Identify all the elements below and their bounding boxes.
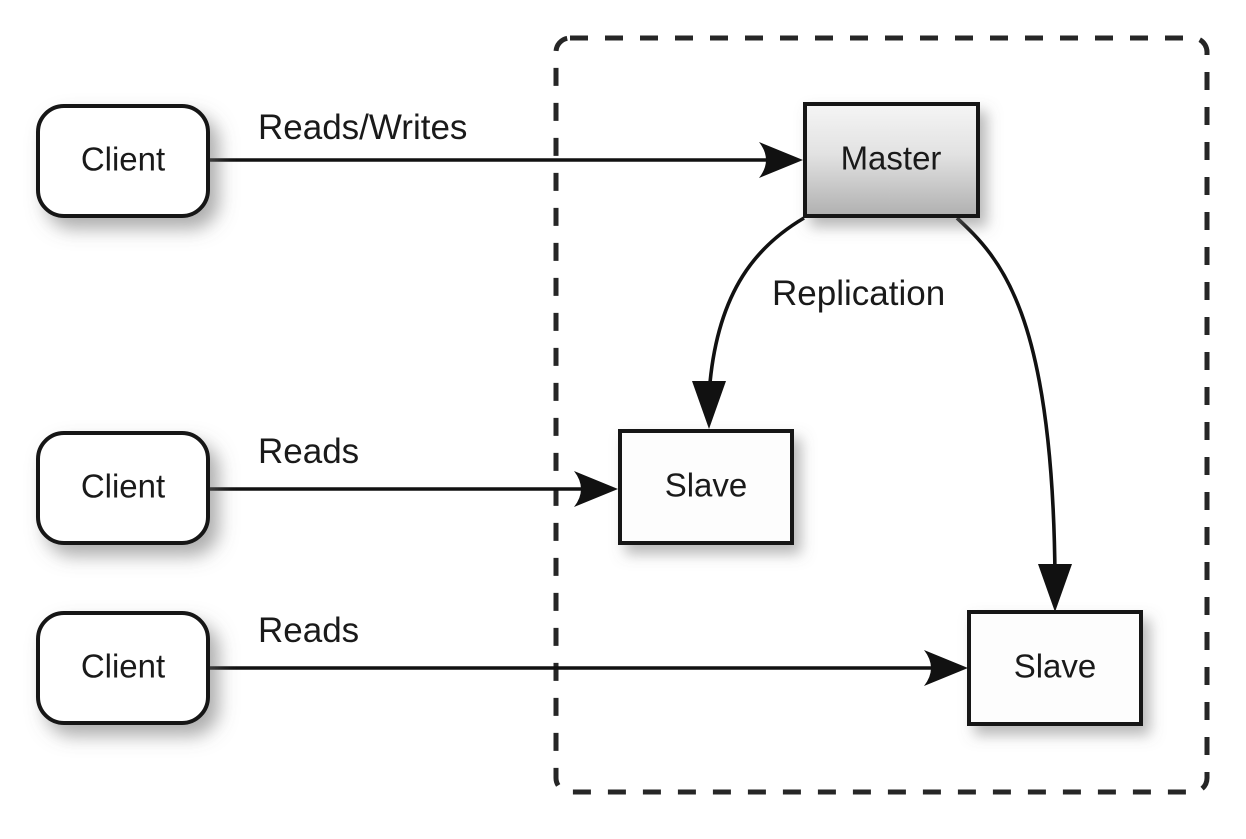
- arrowhead-icon: [692, 381, 726, 429]
- client-bottom-box[interactable]: [36, 611, 210, 725]
- node-client-middle[interactable]: [36, 431, 210, 545]
- edge-label-replication: Replication: [772, 274, 945, 313]
- node-slave-lower[interactable]: [967, 610, 1143, 726]
- edge-curve-replication-right: [955, 216, 1057, 579]
- edge-master-slave-upper: Replication: [692, 216, 945, 429]
- arrowhead-icon: [1038, 564, 1072, 612]
- edge-client-bottom-slave-lower: Reads: [208, 611, 968, 686]
- arrowhead-icon: [759, 142, 803, 178]
- edge-curve-replication-left: [707, 216, 805, 396]
- edge-label-reads-upper: Reads: [258, 432, 359, 471]
- node-slave-upper[interactable]: [618, 429, 794, 545]
- node-client-top[interactable]: [36, 104, 210, 218]
- edge-label-reads-writes: Reads/Writes: [258, 108, 467, 147]
- master-box[interactable]: [803, 102, 980, 218]
- client-middle-box[interactable]: [36, 431, 210, 545]
- edge-master-slave-lower: [955, 216, 1072, 612]
- edge-client-top-master: Reads/Writes: [208, 108, 803, 178]
- slave-upper-label: Slave: [665, 467, 748, 504]
- slave-lower-label: Slave: [1014, 648, 1097, 685]
- client-middle-label: Client: [81, 468, 165, 505]
- master-label: Master: [841, 140, 942, 177]
- arrowhead-icon: [924, 650, 968, 686]
- client-bottom-label: Client: [81, 648, 165, 685]
- edge-label-reads-lower: Reads: [258, 611, 359, 650]
- slave-lower-box[interactable]: [967, 610, 1143, 726]
- edge-client-middle-slave-upper: Reads: [208, 432, 618, 507]
- client-top-box[interactable]: [36, 104, 210, 218]
- client-top-label: Client: [81, 141, 165, 178]
- slave-upper-box[interactable]: [618, 429, 794, 545]
- node-master[interactable]: [803, 102, 980, 218]
- node-client-bottom[interactable]: [36, 611, 210, 725]
- arrowhead-icon: [574, 471, 618, 507]
